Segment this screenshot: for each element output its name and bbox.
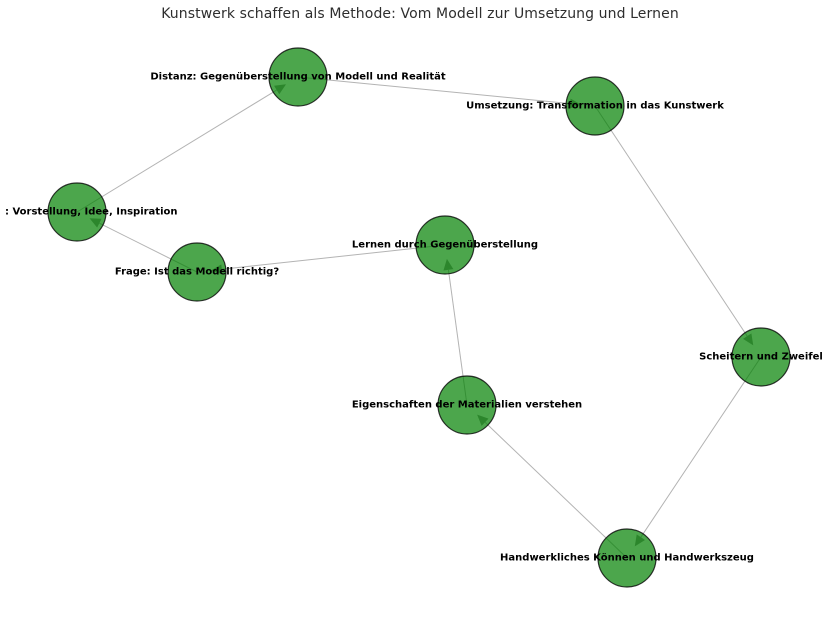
node-frage bbox=[167, 242, 227, 302]
node-umsetzung bbox=[565, 76, 625, 136]
edge-line-handwerk-eigenschaften bbox=[484, 421, 628, 559]
nodes-layer bbox=[47, 47, 791, 588]
node-handwerk bbox=[597, 528, 657, 588]
node-vorstellung bbox=[47, 182, 107, 242]
edge-line-lernen-frage bbox=[221, 244, 446, 270]
node-distanz bbox=[268, 47, 328, 107]
node-eigenschaften bbox=[437, 375, 497, 435]
edge-line-scheitern-handwerk bbox=[640, 356, 762, 538]
node-label-scheitern: Scheitern und Zweifel bbox=[699, 352, 823, 363]
node-label-distanz: Distanz: Gegenüberstellung von Modell un… bbox=[150, 72, 445, 83]
edges-layer bbox=[76, 76, 762, 559]
edge-line-distanz-umsetzung bbox=[297, 76, 571, 105]
node-label-frage: Frage: Ist das Modell richtig? bbox=[115, 267, 279, 278]
node-label-handwerk: Handwerkliches Können und Handwerkszeug bbox=[500, 553, 754, 564]
node-lernen bbox=[415, 215, 475, 275]
arrowheads-layer bbox=[89, 84, 754, 547]
node-label-vorstellung: : Vorstellung, Idee, Inspiration bbox=[5, 207, 178, 218]
node-label-umsetzung: Umsetzung: Transformation in das Kunstwe… bbox=[466, 101, 724, 112]
node-label-eigenschaften: Eigenschaften der Materialien verstehen bbox=[352, 400, 582, 411]
edge-line-umsetzung-scheitern bbox=[594, 105, 748, 337]
node-scheitern bbox=[731, 327, 791, 387]
edge-line-vorstellung-distanz bbox=[76, 89, 277, 213]
node-label-lernen: Lernen durch Gegenüberstellung bbox=[352, 240, 538, 251]
figure-title: Kunstwerk schaffen als Methode: Vom Mode… bbox=[161, 6, 679, 22]
